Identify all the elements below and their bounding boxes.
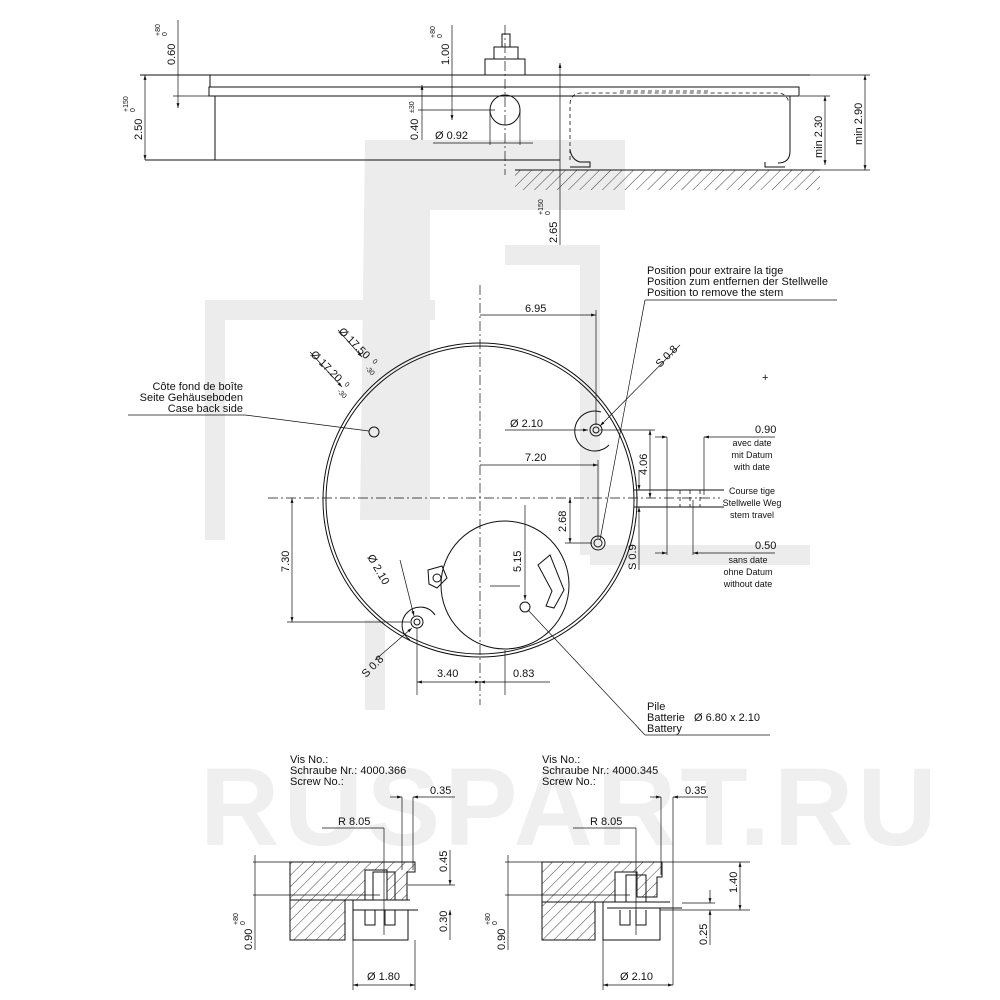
dim-7.30: 7.30 (280, 551, 292, 572)
dim-diameter-0.92: Ø 0.92 (435, 130, 468, 142)
label-line: mit Datum (731, 450, 772, 460)
label-line: Seite Gehäuseboden (140, 392, 243, 404)
label-line: sans date (728, 555, 767, 565)
tolerance: +80 (155, 24, 162, 36)
tolerance: +80 (430, 26, 437, 38)
dim-0.50: 0.50 (755, 540, 776, 552)
dim-2.50: 2.50 (133, 119, 145, 140)
watermark: RUSPART.RU (200, 140, 941, 869)
label-line: Batterie (647, 712, 685, 724)
label-line: Position pour extraire la tige (647, 265, 783, 277)
stem-travel-label: Course tige Stellwelle Weg stem travel (723, 486, 782, 520)
with-date-label: avec date mit Datum with date (731, 438, 772, 472)
tolerance: 0 (371, 358, 379, 366)
without-date-label: sans date ohne Datum without date (723, 555, 773, 589)
tolerance: 0 (545, 211, 552, 215)
label-line: Vis No.: (290, 754, 328, 766)
label-line: without date (723, 579, 773, 589)
dim-min-2.30: min 2.30 (813, 116, 825, 158)
dim-1.00: 1.00 (440, 44, 452, 65)
tolerance: +80 (233, 913, 240, 925)
label-line: Pile (647, 701, 665, 713)
screw-detail-left: Vis No.: Schraube Nr.: 4000.366 Screw No… (233, 754, 455, 990)
tolerance: 0 (130, 108, 137, 112)
tolerance: 0 (240, 921, 247, 925)
dim-0.25: 0.25 (698, 924, 710, 945)
label-line: Case back side (168, 403, 243, 415)
tolerance: 0 (343, 381, 351, 389)
dim-0.60: 0.60 (166, 44, 178, 65)
dim-diameter-2.10: Ø 2.10 (620, 971, 653, 983)
watermark-text: RUSPART.RU (200, 746, 941, 869)
dim-0.30: 0.30 (438, 911, 450, 932)
label-line: Position zum entfernen der Stellwelle (647, 276, 828, 288)
dim-diameter-2.10-left: Ø 2.10 (364, 553, 391, 588)
tolerance: 0 (162, 32, 169, 36)
label-line: Course tige (729, 486, 775, 496)
label-line: Vis No.: (542, 754, 580, 766)
dim-0.90: 0.90 (243, 929, 255, 950)
label-line: ohne Datum (723, 567, 772, 577)
dim-1.40: 1.40 (728, 872, 740, 893)
label-line: Position to remove the stem (647, 287, 783, 299)
dim-5.15: 5.15 (512, 551, 524, 572)
dim-3.40: 3.40 (437, 668, 458, 680)
dim-diameter-2.10-top: Ø 2.10 (510, 418, 543, 430)
label-line: Stellwelle Weg (723, 498, 782, 508)
battery-size: Ø 6.80 x 2.10 (694, 712, 760, 724)
label-line: Côte fond de boîte (152, 381, 243, 393)
dim-0.90: 0.90 (496, 929, 508, 950)
dim-2.68: 2.68 (557, 511, 569, 532)
dim-4.06: 4.06 (638, 454, 650, 475)
dim-0.35: 0.35 (430, 785, 451, 797)
stem-position-label: Position pour extraire la tige Position … (647, 265, 828, 299)
dim-7.20: 7.20 (525, 452, 546, 464)
case-back-marker (368, 426, 380, 438)
case-back-label: Côte fond de boîte Seite Gehäuseboden Ca… (140, 381, 243, 415)
label-line: Screw No.: (542, 776, 596, 788)
tolerance: +80 (485, 913, 492, 925)
tolerance: +150 (538, 199, 545, 215)
tolerance: +150 (123, 96, 130, 112)
dim-2.65: 2.65 (548, 222, 560, 243)
dim-s0.9: S 0.9 (627, 544, 639, 570)
tolerance: 0 (437, 34, 444, 38)
dim-diameter-1.80: Ø 1.80 (367, 971, 400, 983)
dim-0.90: 0.90 (755, 424, 776, 436)
dim-min-2.90: min 2.90 (853, 103, 865, 145)
battery-circle (440, 520, 570, 650)
battery-label: Pile Batterie Battery Ø 6.80 x 2.10 (647, 701, 760, 735)
tolerance: -30 (335, 388, 347, 400)
case-outer-circle (322, 342, 638, 658)
dim-0.83: 0.83 (513, 668, 534, 680)
label-line: Screw No.: (290, 776, 344, 788)
label-line: Battery (647, 723, 682, 735)
screw-detail-right: Vis No.: Schraube Nr.: 4000.345 Screw No… (485, 754, 750, 990)
dim-diameter-17.20: Ø 17.20 (308, 349, 344, 385)
label-line: stem travel (730, 510, 774, 520)
label-line: Schraube Nr.: 4000.366 (290, 765, 406, 777)
dim-s0.8-top: S 0.8 (654, 343, 681, 370)
crosshair-mark: + (762, 372, 768, 384)
tolerance: ±30 (409, 101, 416, 113)
dim-6.95: 6.95 (525, 303, 546, 315)
label-line: Schraube Nr.: 4000.345 (542, 765, 658, 777)
dim-0.45: 0.45 (438, 851, 450, 872)
tolerance: 0 (492, 921, 499, 925)
label-line: avec date (732, 438, 771, 448)
dim-0.40: 0.40 (409, 119, 421, 140)
label-line: with date (733, 462, 770, 472)
top-view: + 6.95 S 0.8 Ø 17.500-30 Ø 17.200-30 Côt… (128, 265, 837, 736)
dim-r8.05: R 8.05 (338, 816, 370, 828)
dim-r8.05: R 8.05 (590, 816, 622, 828)
dim-0.35: 0.35 (685, 785, 706, 797)
